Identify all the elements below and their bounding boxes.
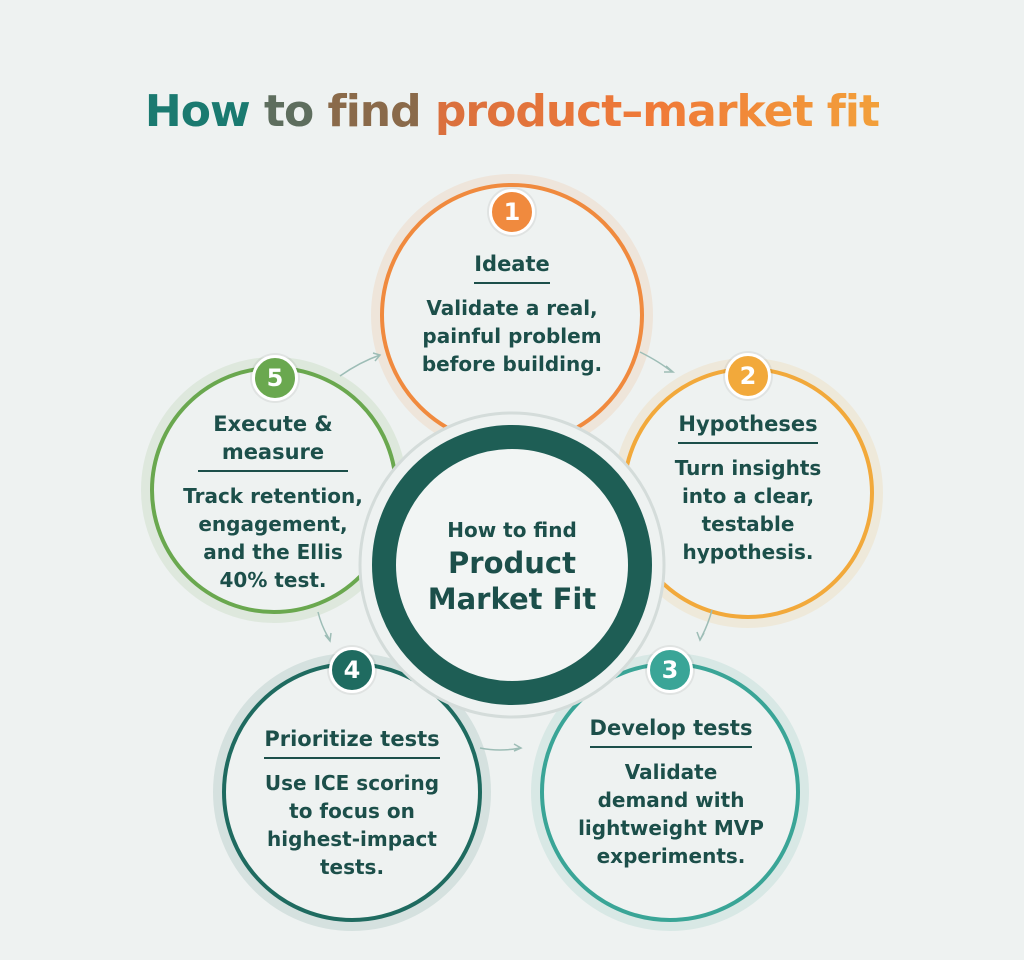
center-subtitle: How to find xyxy=(447,518,577,542)
step-5: Execute & measure Track retention, engag… xyxy=(178,410,368,594)
step-3: Develop tests Validate demand with light… xyxy=(576,714,766,870)
step-description: Turn insights into a clear, testable hyp… xyxy=(674,456,822,564)
step-2: Hypotheses Turn insights into a clear, t… xyxy=(660,410,836,566)
step-4: Prioritize tests Use ICE scoring to focu… xyxy=(254,725,450,881)
title-word: product–market fit xyxy=(434,86,880,137)
page-title: How to find product–market fit xyxy=(0,86,1024,137)
flow-arrows xyxy=(317,351,713,752)
step-4-badge: 4 xyxy=(329,647,375,693)
center-title-line1: Product xyxy=(448,546,576,580)
step-title: Ideate xyxy=(474,250,550,284)
step-title: Develop tests xyxy=(589,714,753,748)
title-word: find xyxy=(327,86,422,137)
step-1: Ideate Validate a real, painful problem … xyxy=(412,250,612,378)
center-title-line2: Market Fit xyxy=(427,582,597,616)
step-description: Validate demand with lightweight MVP exp… xyxy=(578,760,764,868)
step-title: Hypotheses xyxy=(678,410,818,444)
step-2-badge: 2 xyxy=(725,353,771,399)
step-description: Track retention, engagement, and the Ell… xyxy=(183,484,363,592)
step-5-badge: 5 xyxy=(252,355,298,401)
title-word: to xyxy=(263,86,314,137)
center-label: How to find Product Market Fit xyxy=(412,515,612,617)
center-ring xyxy=(372,425,652,705)
title-word: How xyxy=(144,86,251,137)
step-title: Prioritize tests xyxy=(264,725,440,759)
step-3-badge: 3 xyxy=(647,647,693,693)
step-title: Execute & measure xyxy=(198,410,348,472)
step-description: Validate a real, painful problem before … xyxy=(421,296,603,376)
step-1-badge: 1 xyxy=(489,189,535,235)
step-description: Use ICE scoring to focus on highest-impa… xyxy=(264,771,440,879)
